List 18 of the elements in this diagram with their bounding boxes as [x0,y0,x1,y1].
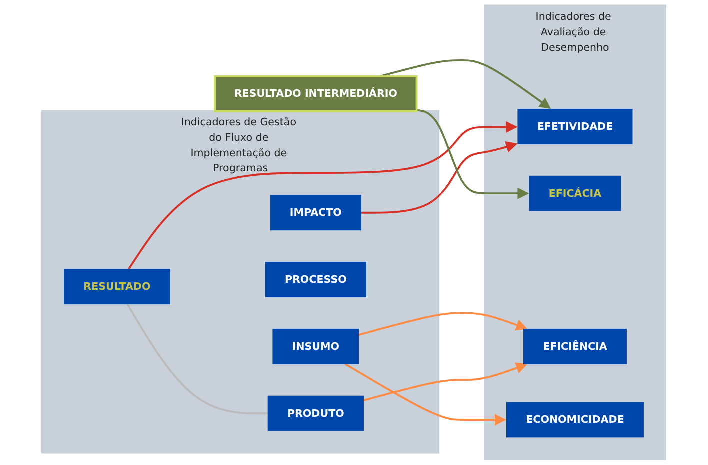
node-box: ECONOMICIDADE [506,402,644,438]
arrow [363,362,528,402]
arrow [358,312,528,336]
node-box: PRODUTO [268,396,364,432]
arrow [361,142,518,214]
arrow [128,121,518,270]
arrow [380,59,552,110]
node-box: IMPACTO [270,195,362,231]
node-box: EFICIÊNCIA [523,328,627,364]
node-box: INSUMO [272,328,360,364]
node-box: RESULTADO INTERMEDIÁRIO [214,76,418,112]
node-box: RESULTADO [64,269,170,305]
connector [126,304,268,415]
node-box: EFICÁCIA [529,176,622,212]
node-box: PROCESSO [265,262,366,298]
arrow [416,109,530,200]
arrow [344,363,507,426]
node-box: EFETIVIDADE [518,109,633,144]
